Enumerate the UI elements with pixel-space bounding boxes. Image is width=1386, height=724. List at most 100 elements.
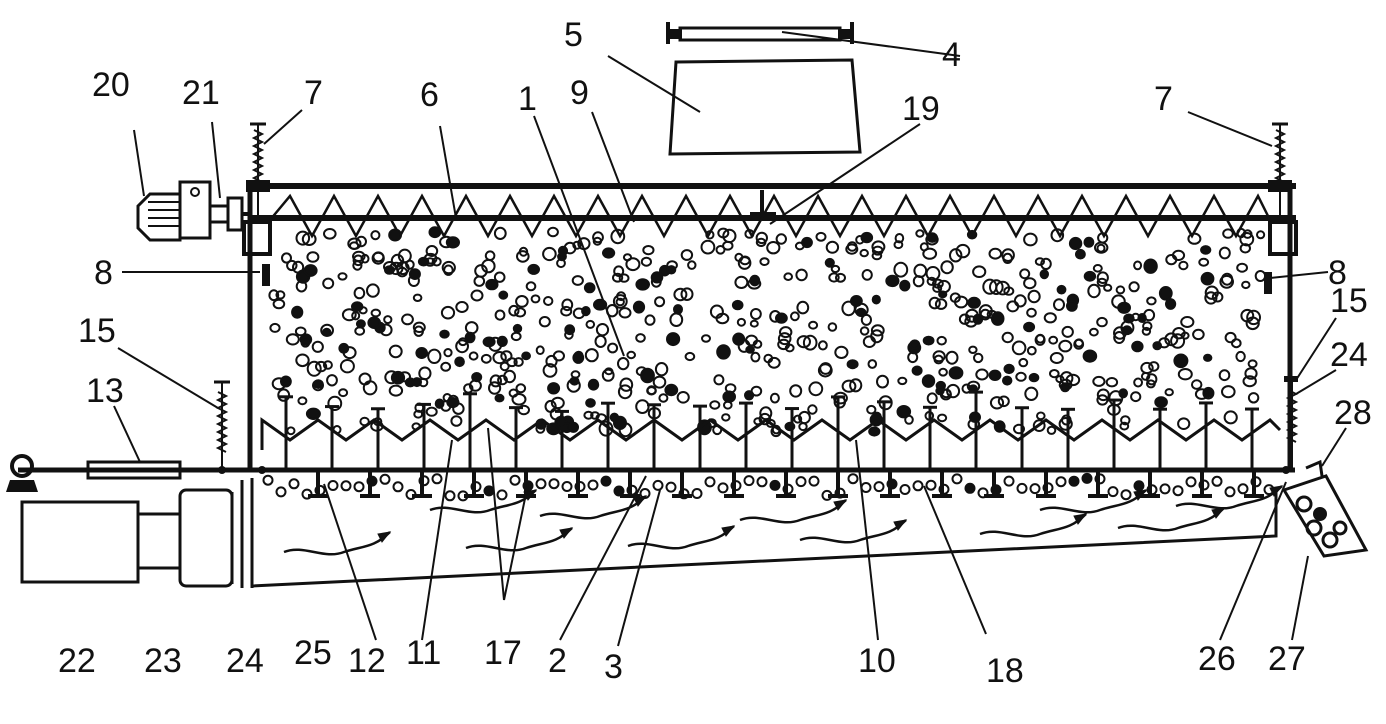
granule (789, 384, 803, 398)
plate-hanger (984, 472, 1004, 498)
granule (571, 275, 584, 286)
granule (281, 252, 292, 264)
granule (749, 319, 759, 328)
granule (1049, 352, 1064, 364)
plate-hanger (568, 472, 588, 498)
granule (946, 383, 961, 399)
granule (306, 360, 322, 377)
granule (341, 308, 357, 322)
granule (932, 350, 946, 363)
dark-granule (568, 422, 579, 432)
granule (779, 326, 793, 339)
granule (817, 363, 833, 378)
granule (830, 264, 841, 274)
bottom-pellet (912, 480, 924, 492)
granule (1096, 243, 1106, 253)
granule (870, 329, 884, 344)
granule (1113, 331, 1126, 344)
granule (352, 260, 363, 271)
granule (997, 395, 1010, 408)
granule (355, 235, 367, 248)
granule (769, 310, 782, 323)
granule (384, 370, 399, 385)
granule (828, 272, 840, 283)
bottom-pellet (353, 481, 365, 493)
dark-granule (583, 282, 596, 294)
granule (861, 269, 873, 281)
granule (1218, 246, 1231, 260)
granule (909, 339, 921, 350)
granule (390, 253, 405, 268)
dark-granule (434, 398, 445, 409)
granule (542, 363, 558, 378)
air-flow-arrow (739, 499, 847, 524)
granule (870, 324, 885, 337)
granule (701, 334, 711, 343)
granule (488, 381, 502, 395)
tube-13 (6, 454, 182, 492)
granule (473, 275, 486, 287)
granule (926, 276, 937, 286)
granule (871, 240, 886, 254)
dark-granule (572, 351, 585, 364)
granule (489, 374, 502, 388)
dark-granule (498, 290, 509, 300)
dark-granule (666, 332, 681, 347)
granule (508, 304, 520, 317)
granule (912, 275, 925, 288)
bottom-pellet (340, 480, 352, 492)
granule (272, 298, 286, 310)
granule (1013, 294, 1027, 308)
granule (413, 325, 425, 337)
granule (932, 283, 943, 293)
granule (669, 312, 684, 328)
granule (493, 226, 507, 240)
granule (745, 334, 758, 347)
granule (323, 228, 337, 240)
granule (494, 309, 506, 321)
granule (366, 283, 380, 298)
granule (1192, 328, 1205, 341)
dark-granule (896, 405, 912, 419)
bottom-pellet (665, 481, 677, 493)
granule (1065, 373, 1081, 387)
label-4: 4 (942, 36, 961, 74)
dark-granule (471, 372, 483, 383)
granule (474, 264, 488, 278)
dark-granule (1003, 363, 1015, 375)
granule (1223, 410, 1238, 425)
granule (1128, 281, 1140, 293)
granule (339, 359, 355, 374)
dark-granule (1056, 284, 1067, 295)
granule (311, 340, 324, 353)
label-18: 18 (986, 652, 1024, 690)
granule (442, 393, 452, 403)
granule (427, 348, 442, 364)
dark-granule (388, 228, 403, 242)
hood-5 (668, 58, 862, 156)
dark-granule (312, 379, 324, 390)
dark-granule (966, 229, 978, 240)
label-20: 20 (92, 66, 130, 104)
granule (1024, 386, 1039, 401)
granule (1096, 271, 1109, 285)
granule (808, 320, 819, 330)
granule (617, 357, 630, 371)
label-12: 12 (348, 642, 386, 680)
granule (849, 378, 863, 393)
dark-granule (921, 374, 936, 388)
granule (327, 395, 343, 411)
bottom-pellet (977, 487, 989, 499)
label-13: 13 (86, 372, 124, 410)
granule (358, 372, 372, 386)
granule (1046, 425, 1057, 435)
bottom-pellet (1224, 486, 1236, 498)
granule (1096, 388, 1110, 402)
granule (294, 326, 307, 337)
granule (1105, 377, 1119, 388)
arrow-head (893, 519, 908, 531)
granule (468, 351, 479, 361)
granule (1108, 390, 1124, 407)
granule (1222, 228, 1234, 239)
granule (440, 305, 456, 320)
